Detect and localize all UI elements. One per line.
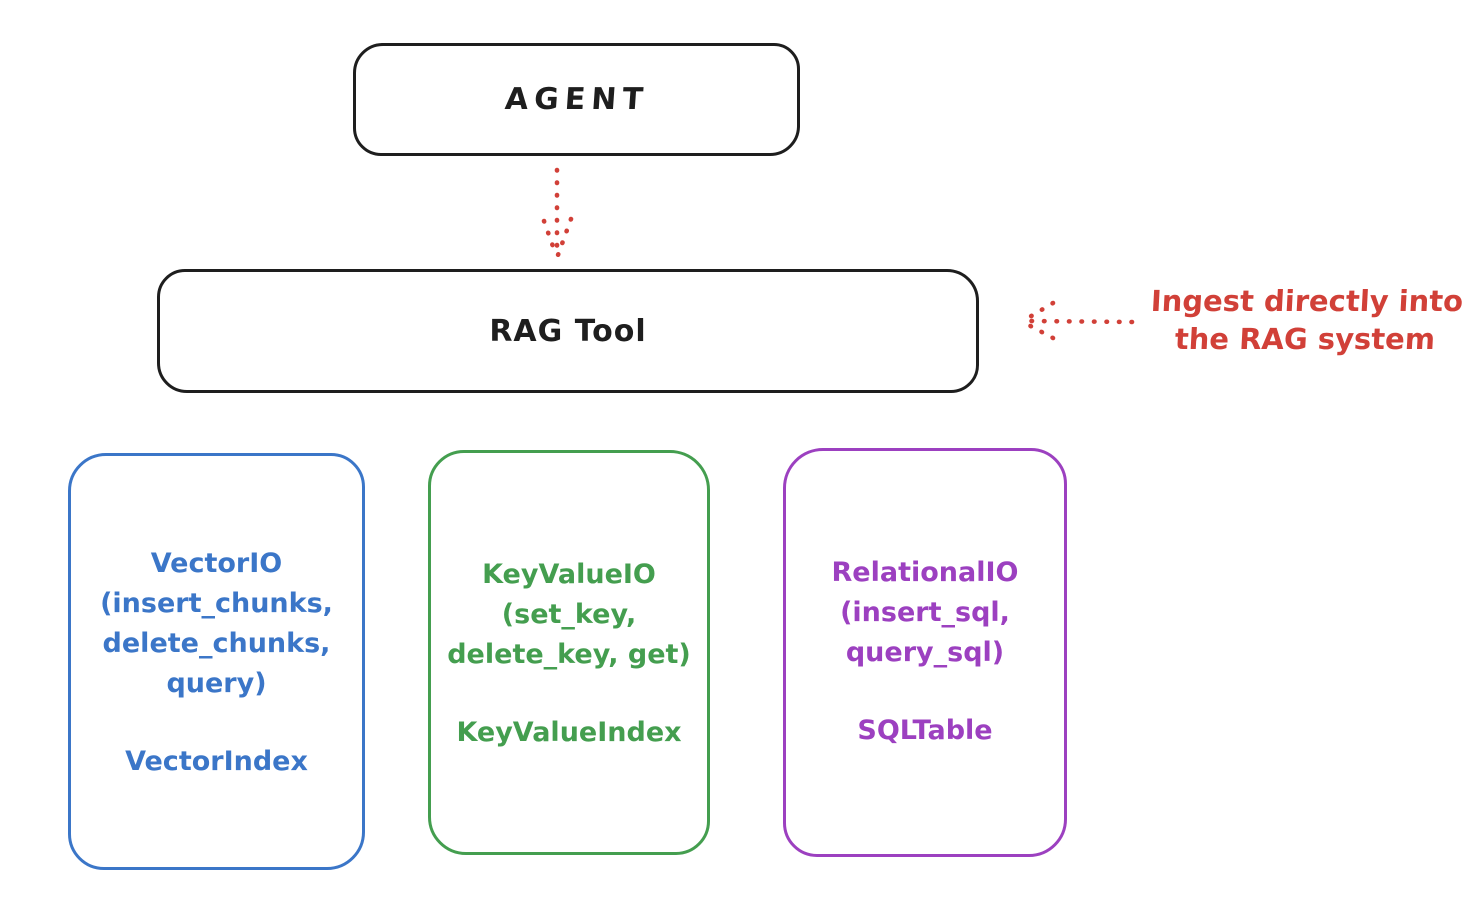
relational-index-label: SQLTable: [857, 715, 993, 746]
relational-io-method: query_sql): [845, 637, 1005, 668]
rag-tool-label: RAG Tool: [489, 313, 647, 349]
vector-index-label: VectorIndex: [125, 746, 308, 777]
relational-io-title: RelationalIO: [831, 557, 1019, 588]
vector-io-title: VectorIO: [150, 548, 283, 579]
keyvalue-io-method: (set_key,: [501, 599, 637, 630]
keyvalue-io-content: KeyValueIO (set_key, delete_key, get) Ke…: [431, 555, 707, 753]
vector-io-method: query): [166, 668, 267, 699]
keyvalue-io-box: KeyValueIO (set_key, delete_key, get) Ke…: [428, 450, 710, 855]
rag-tool-box: RAG Tool: [157, 269, 979, 393]
vector-io-box: VectorIO (insert_chunks, delete_chunks, …: [68, 453, 365, 870]
vector-io-method: delete_chunks,: [102, 628, 331, 659]
agent-label: AGENT: [503, 82, 650, 117]
relational-io-method: (insert_sql,: [840, 597, 1010, 628]
relational-io-content: RelationalIO (insert_sql, query_sql) SQL…: [786, 553, 1064, 751]
vector-io-method: (insert_chunks,: [100, 588, 333, 619]
ingest-annotation-line2: the RAG system: [1174, 322, 1436, 356]
agent-box: AGENT: [353, 43, 800, 156]
vector-io-content: VectorIO (insert_chunks, delete_chunks, …: [71, 544, 362, 782]
ingest-annotation: Ingest directly into the RAG system: [1138, 282, 1474, 358]
ingest-annotation-line1: Ingest directly into: [1150, 284, 1464, 318]
agent-to-rag-arrow: [541, 167, 574, 258]
relational-io-box: RelationalIO (insert_sql, query_sql) SQL…: [783, 448, 1067, 857]
keyvalue-io-title: KeyValueIO: [482, 559, 656, 590]
keyvalue-index-label: KeyValueIndex: [456, 717, 682, 748]
keyvalue-io-method: delete_key, get): [447, 639, 691, 670]
ingest-into-rag-arrow: [1020, 300, 1135, 341]
